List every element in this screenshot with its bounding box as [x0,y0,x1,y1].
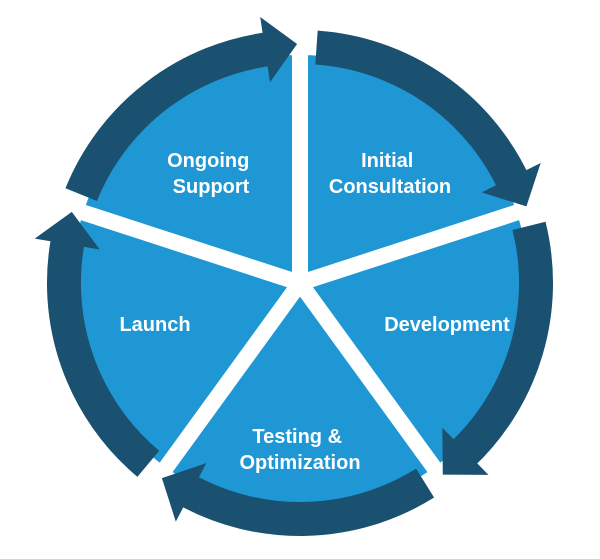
arrow-arc [449,221,553,469]
segment-label-ongoing-support: Ongoing Support [167,150,255,198]
arrow-arc [65,31,274,202]
cycle-arrows [34,17,553,536]
cycle-arrow-development [442,221,553,475]
cycle-arrow-initial-consultation [315,30,541,207]
cycle-arrow-launch [34,211,160,477]
arrow-arc [315,30,530,191]
arrow-arc [47,234,160,477]
segment-labels: Initial Consultation Development Testing… [119,150,510,474]
segment-label-initial-consultation: Initial Consultation [329,150,451,198]
segment-divider [146,278,307,491]
arrow-head-icon [161,463,207,522]
arrow-head-icon [34,211,100,250]
segment-label-testing-optimization: Testing & Optimization [239,426,360,474]
segment-dividers [59,33,541,491]
arrow-arc [177,468,435,536]
cycle-arrow-ongoing-support [65,17,298,202]
arrow-head-icon [260,17,298,83]
arrow-head-icon [442,427,489,475]
segment-divider [297,198,541,291]
cycle-arrow-testing-optimization [161,463,435,536]
arrow-head-icon [481,163,541,207]
segment-divider [59,198,303,291]
segment-label-development: Development [384,314,510,336]
segment-label-launch: Launch [119,314,190,336]
segment-divider [293,278,454,491]
